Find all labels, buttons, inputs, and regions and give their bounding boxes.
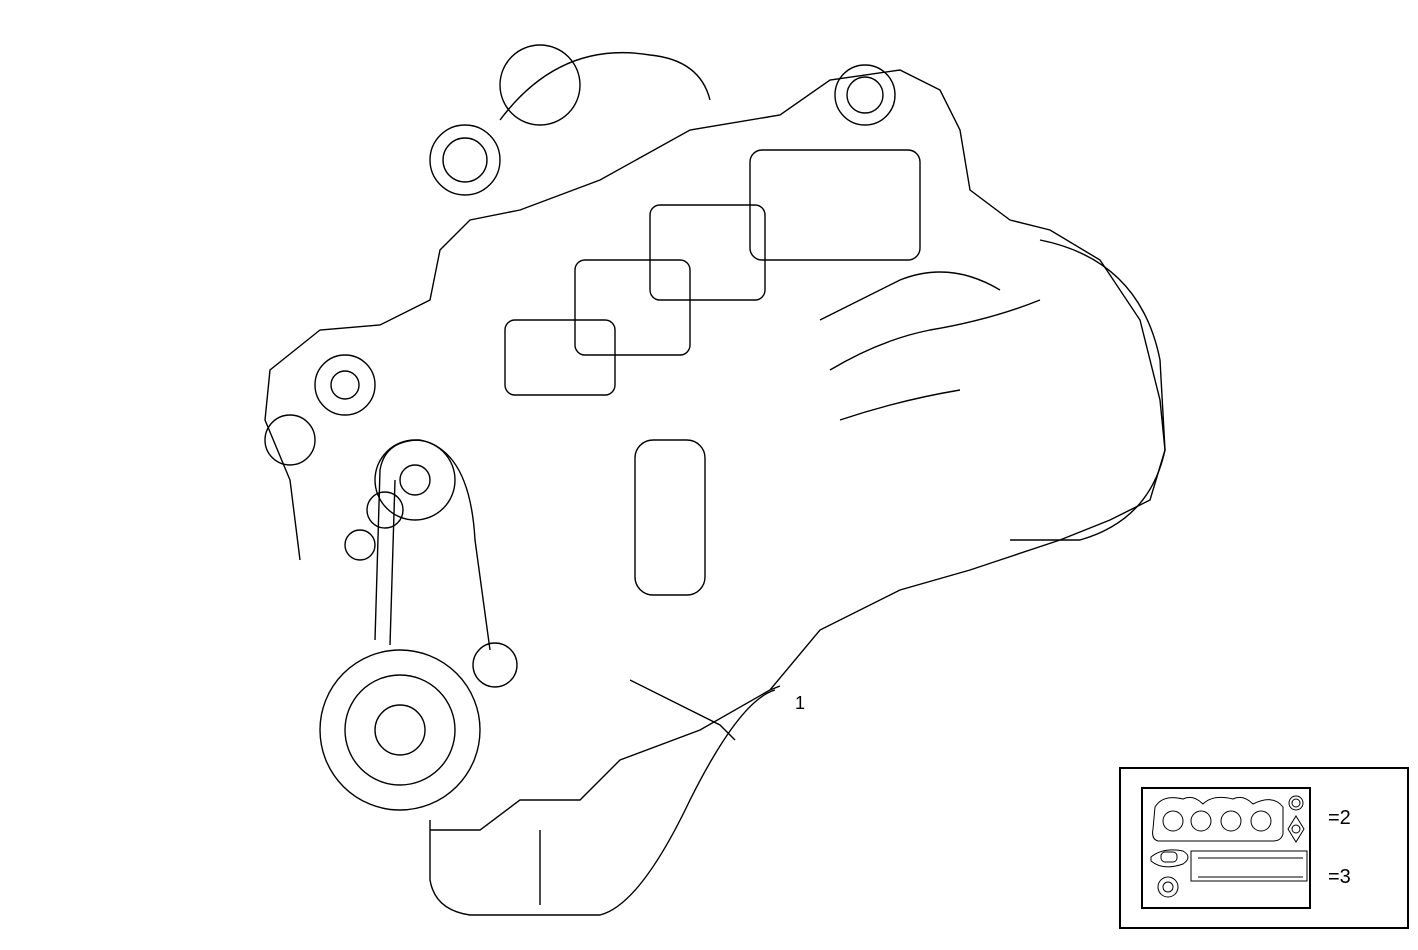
legend-label-3: =3 bbox=[1328, 866, 1351, 888]
gasket-icons bbox=[1150, 795, 1308, 898]
callout-1: 1 bbox=[795, 693, 806, 713]
gasket-kit-illustration bbox=[1141, 787, 1311, 909]
gasket-kit-legend: =2 =3 bbox=[1119, 767, 1409, 929]
legend-label-2: =2 bbox=[1328, 807, 1351, 829]
